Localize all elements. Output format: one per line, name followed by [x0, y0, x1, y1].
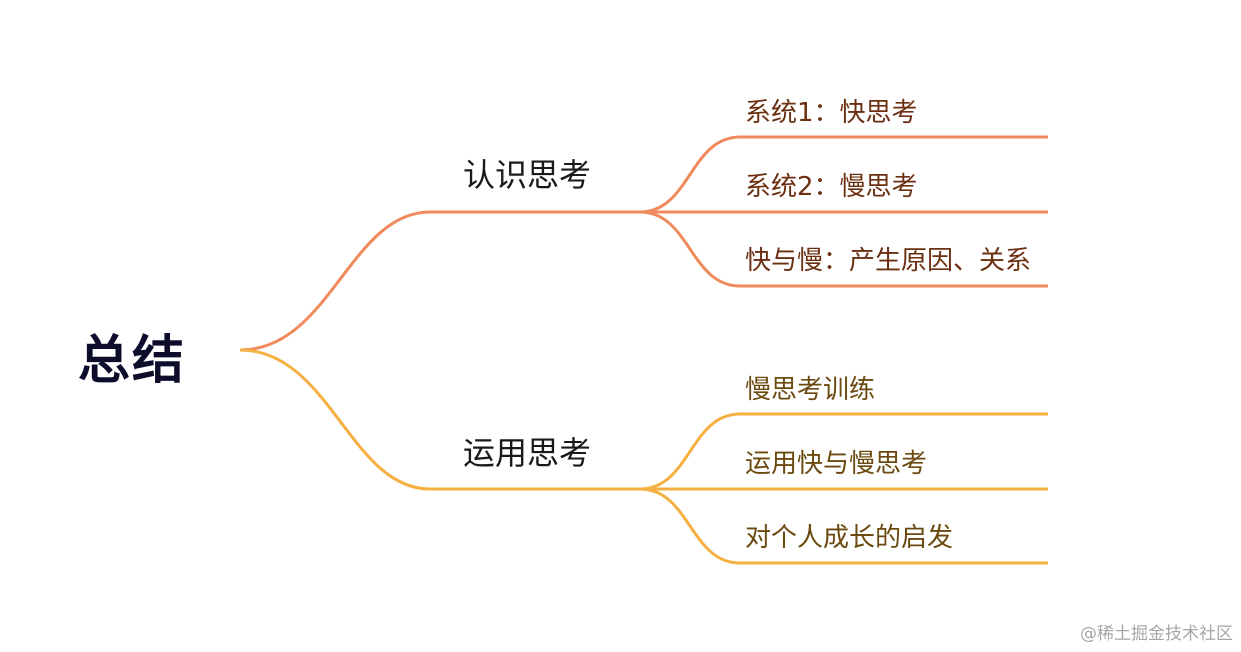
connector-root-branch-1 [239, 210, 640, 352]
leaf-node-1-1[interactable]: 系统1：快思考 [745, 98, 918, 128]
leaf-node-2-1[interactable]: 慢思考训练 [745, 375, 876, 405]
root-node[interactable]: 总结 [78, 331, 187, 391]
connector-root-branch-2 [239, 348, 640, 491]
branch-node-2[interactable]: 运用思考 [463, 434, 592, 472]
watermark: @稀土掘金技术社区 [1080, 624, 1233, 644]
connector-branch-2-leaf-1 [639, 412, 1048, 491]
branch-node-1[interactable]: 认识思考 [463, 156, 592, 194]
leaf-node-2-3[interactable]: 对个人成长的启发 [745, 523, 954, 553]
leaf-node-1-3[interactable]: 快与慢：产生原因、关系 [745, 246, 1032, 276]
connector-branch-1-leaf-1 [639, 135, 1048, 214]
leaf-node-1-2[interactable]: 系统2：慢思考 [745, 172, 918, 202]
connector-branch-1-leaf-3 [639, 210, 1048, 288]
connector-branch-2-leaf-3 [639, 487, 1048, 565]
leaf-node-2-2[interactable]: 运用快与慢思考 [745, 449, 928, 479]
